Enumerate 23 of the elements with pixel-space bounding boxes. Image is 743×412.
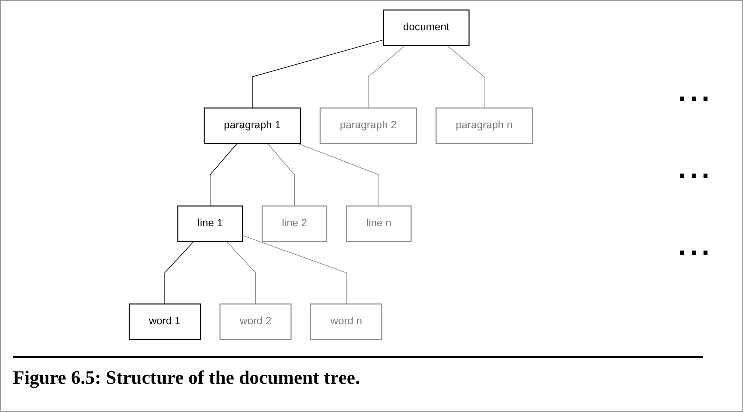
connector xyxy=(242,235,347,305)
ellipsis-label: ... xyxy=(677,230,715,262)
node-box: word 2 xyxy=(220,304,292,340)
node-box: line n xyxy=(346,206,412,242)
node-box: line 1 xyxy=(178,206,244,242)
node-box: paragraph 1 xyxy=(204,108,302,144)
connector xyxy=(252,40,384,109)
connector xyxy=(210,143,238,207)
node-box: word n xyxy=(310,304,383,340)
figure-caption: Figure 6.5: Structure of the document tree. xyxy=(13,356,703,390)
connector xyxy=(226,241,256,305)
ellipsis-label: ... xyxy=(677,76,715,108)
node-box: paragraph 2 xyxy=(320,108,418,144)
connector xyxy=(164,241,194,305)
connector xyxy=(447,45,485,109)
node-box: word 1 xyxy=(128,304,201,340)
connector xyxy=(368,45,406,109)
ellipsis-label: ... xyxy=(677,153,715,185)
node-box: document xyxy=(383,10,470,46)
node-box: line 2 xyxy=(262,206,328,242)
connector xyxy=(268,143,296,207)
node-box: paragraph n xyxy=(436,108,534,144)
connector xyxy=(298,143,380,207)
